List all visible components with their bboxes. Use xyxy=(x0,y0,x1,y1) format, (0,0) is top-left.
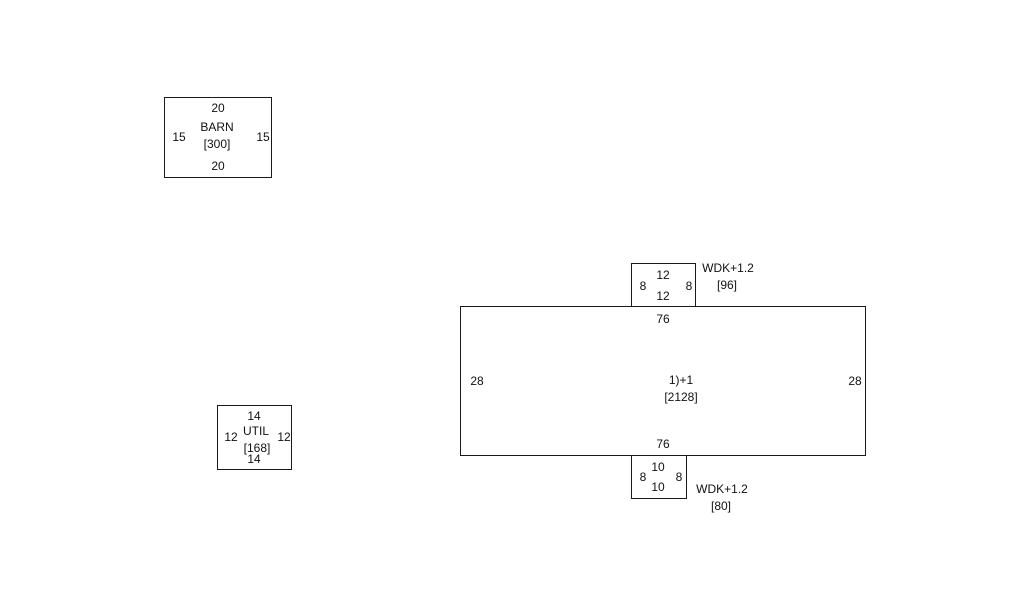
util-bottom-dimension: 14 xyxy=(247,452,261,466)
barn-label: BARN xyxy=(200,120,234,134)
deck-bottom-bottom-dimension: 10 xyxy=(651,480,665,494)
deck-top-label: WDK+1.2 xyxy=(702,261,754,275)
util-shape[interactable] xyxy=(217,405,292,470)
main-bottom-dimension: 76 xyxy=(656,437,670,451)
deck-top-shape[interactable] xyxy=(631,263,696,307)
barn-bottom-dimension: 20 xyxy=(211,159,225,173)
util-right-dimension: 12 xyxy=(277,430,291,444)
util-label: UTIL xyxy=(242,424,270,438)
deck-top-bottom-dimension: 12 xyxy=(656,289,670,303)
deck-top-right-dimension: 8 xyxy=(685,279,693,293)
deck-top-left-dimension: 8 xyxy=(639,279,647,293)
main-left-dimension: 28 xyxy=(470,374,484,388)
barn-top-dimension: 20 xyxy=(211,101,225,115)
util-top-dimension: 14 xyxy=(247,409,261,423)
deck-top-area: [96] xyxy=(716,278,738,292)
main-top-dimension: 76 xyxy=(656,312,670,326)
barn-shape[interactable] xyxy=(164,97,272,178)
main-right-dimension: 28 xyxy=(848,374,862,388)
deck-top-top-dimension: 12 xyxy=(656,268,670,282)
util-area: [168] xyxy=(243,441,271,455)
deck-bottom-top-dimension: 10 xyxy=(651,460,665,474)
barn-right-dimension: 15 xyxy=(256,130,270,144)
barn-left-dimension: 15 xyxy=(172,130,186,144)
deck-bottom-shape[interactable] xyxy=(631,455,687,499)
barn-area: [300] xyxy=(203,137,231,151)
main-dwelling-shape[interactable] xyxy=(460,306,866,456)
deck-bottom-right-dimension: 8 xyxy=(675,470,683,484)
main-area: [2128] xyxy=(664,390,698,404)
main-label: 1)+1 xyxy=(668,373,694,387)
deck-bottom-area: [80] xyxy=(710,499,732,513)
deck-bottom-left-dimension: 8 xyxy=(639,470,647,484)
deck-bottom-label: WDK+1.2 xyxy=(696,482,748,496)
util-left-dimension: 12 xyxy=(224,430,238,444)
